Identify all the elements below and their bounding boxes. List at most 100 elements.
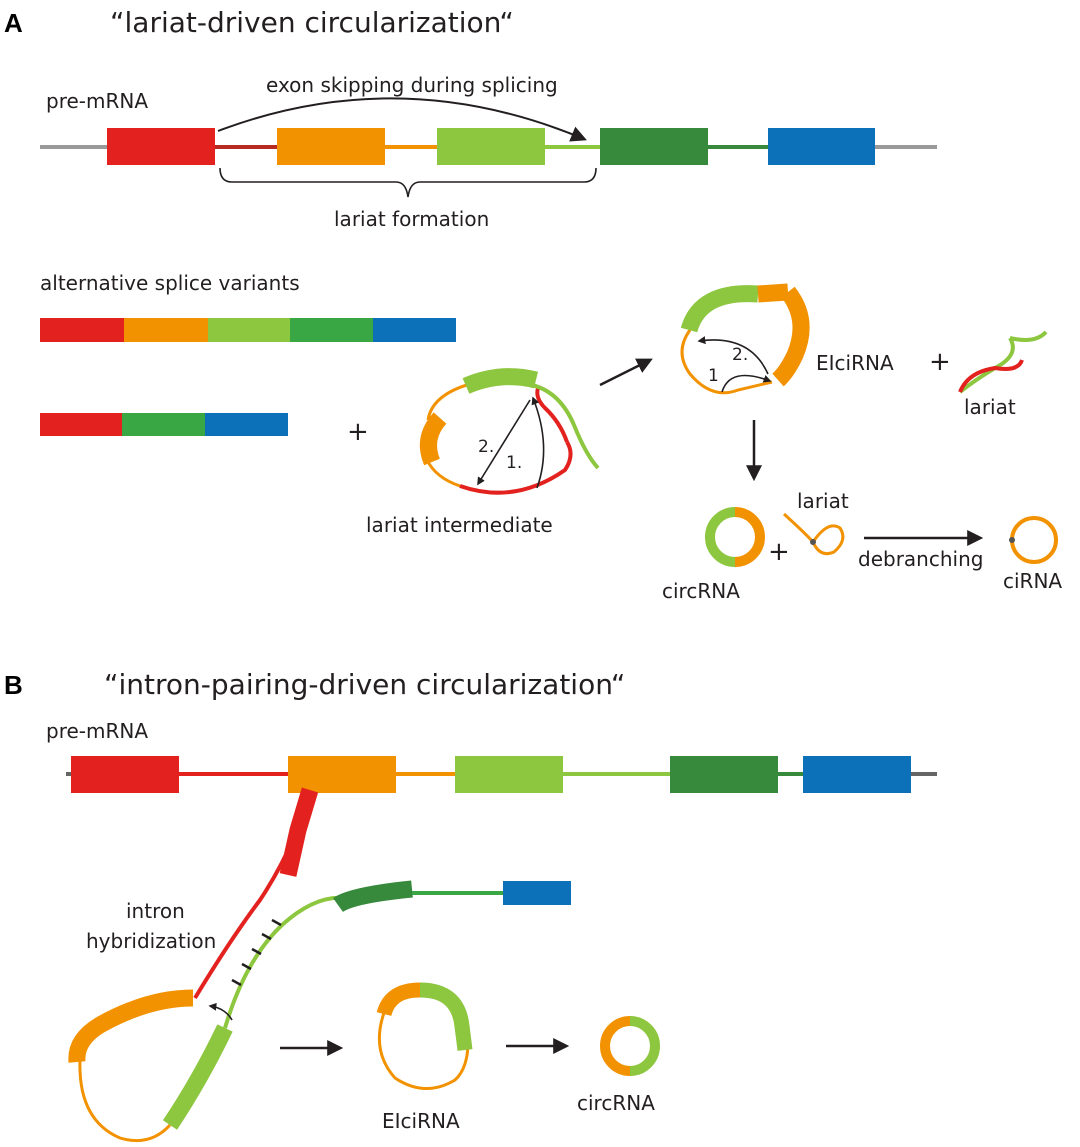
lariat-int-orange-top [426, 382, 471, 421]
splice-variant-skipped [40, 413, 288, 436]
lariat-branch-point [810, 539, 816, 545]
circrna-a-label: circRNA [662, 579, 740, 603]
lariat-int-red-branch [535, 387, 569, 443]
eicirna-a-exon-light-green [680, 285, 759, 333]
b-exon-blue [803, 756, 911, 793]
hyb-exon-dark-green [333, 880, 413, 913]
variant1-exon-orange [124, 318, 208, 342]
lariat-label-1: lariat [964, 395, 1016, 419]
eicirna-a-orange-loop [680, 329, 773, 395]
variant1-exon-light-green [208, 318, 290, 342]
exon-orange [277, 128, 385, 165]
eicirna-a-arrow-2 [697, 336, 769, 375]
eicirna-b [376, 982, 473, 1090]
intron-label-line2: hybridization [86, 929, 216, 953]
splice-variants-label: alternative splice variants [40, 271, 300, 295]
lariat-orange [782, 512, 845, 556]
plus-sign-1: + [347, 417, 369, 447]
exon-red [107, 128, 215, 165]
hyb-exon-blue [503, 881, 571, 905]
exon-dark-green [600, 128, 708, 165]
lariat-formation-label: lariat formation [334, 207, 489, 231]
splice-variant-full [40, 318, 456, 342]
exon-skipping-arrow [217, 97, 587, 142]
lariat-int-step-2: 2. [478, 437, 494, 457]
eicirna-b-exon-green [419, 982, 473, 1051]
lariat-int-exon-light-green [462, 368, 539, 394]
cirna [1009, 516, 1058, 564]
free-lariat [958, 330, 1048, 394]
plus-sign-2: + [929, 347, 951, 377]
panel-a-title: “lariat-driven circularization“ [110, 6, 514, 39]
intron-label-line1: intron [126, 899, 185, 923]
circrna-b-orange [600, 1016, 631, 1076]
circrna-b-label: circRNA [577, 1091, 655, 1115]
panel-b-letter: B [4, 670, 23, 700]
lariat-int-arrow-2 [477, 399, 531, 486]
hyb-tick-4 [261, 932, 272, 941]
variant2-exon-blue [205, 413, 288, 436]
exon-light-green [437, 128, 545, 165]
hyb-tick-2 [241, 962, 252, 971]
lariat-intermediate [419, 368, 600, 495]
exon-blue [768, 128, 875, 165]
variant1-exon-green [290, 318, 373, 342]
lariat-intermediate-label: lariat intermediate [366, 513, 553, 537]
panel-a-premrna [40, 128, 937, 165]
lariat-int-step-1: 1. [506, 453, 522, 473]
circrna-b [600, 1016, 660, 1076]
b-exon-red [71, 756, 179, 793]
eicirna-a-step-1: 1 [708, 366, 719, 386]
cirna-label: ciRNA [1003, 569, 1062, 593]
lariat-int-orange-bottom [425, 459, 461, 488]
variant1-exon-red [40, 318, 124, 342]
b-exon-light-green [455, 756, 563, 793]
hyb-splice-arrow [208, 1002, 233, 1021]
eicirna-b-exon-orange [376, 982, 421, 1017]
hyb-exon-light-green [162, 1024, 233, 1130]
intron-hybridization-structure [68, 787, 571, 1143]
eicirna-a-exon-orange-top [757, 283, 789, 303]
circrna-a-orange [734, 507, 765, 567]
eicirna-a-arrow-1 [721, 374, 772, 393]
circrna-a [705, 507, 765, 567]
variant2-exon-green [122, 413, 205, 436]
eicirna-a-exon-orange [772, 286, 810, 387]
plus-sign-3: + [768, 537, 790, 567]
exon-skipping-label: exon skipping during splicing [266, 73, 558, 97]
lariat-int-tail-green [531, 383, 600, 470]
variant2-exon-red [40, 413, 122, 436]
panel-b-premrna [66, 756, 937, 793]
cirna-ring [1010, 516, 1058, 564]
panel-a-premrna-label: pre-mRNA [46, 89, 148, 113]
hyb-tick-5 [271, 918, 282, 927]
hyb-exon-red [279, 787, 319, 877]
b-exon-dark-green [670, 756, 778, 793]
free-lariat-red [958, 359, 1024, 393]
lariat-int-exon-orange [419, 412, 447, 466]
variant1-exon-blue [373, 318, 456, 342]
eicirna-b-orange-loop [377, 1009, 470, 1090]
hyb-tick-3 [251, 947, 262, 956]
debranching-label: debranching [858, 547, 983, 571]
panel-a-letter: A [4, 8, 23, 38]
circrna-b-green [629, 1016, 660, 1076]
lariat-label-2: lariat [797, 489, 849, 513]
panel-b-premrna-label: pre-mRNA [46, 719, 148, 743]
eicirna-b-label: EIciRNA [382, 1109, 460, 1133]
lariat-orange-loop [811, 524, 845, 556]
eicirna-a-step-2: 2. [732, 345, 748, 365]
b-exon-orange [288, 756, 396, 793]
hyb-exon-orange [68, 989, 194, 1063]
circrna-a-green [705, 507, 736, 567]
eicirna-a-label: EIciRNA [816, 351, 894, 375]
hyb-tick-1 [231, 978, 242, 987]
panel-b-title: “intron-pairing-driven circularization“ [104, 668, 625, 701]
free-lariat-green [958, 336, 1015, 394]
lariat-int-red-intron [459, 440, 573, 495]
lariat-int-arrow-1 [531, 396, 545, 489]
hyb-intron-light-green [223, 895, 346, 1029]
cirna-branch-point [1009, 537, 1015, 543]
